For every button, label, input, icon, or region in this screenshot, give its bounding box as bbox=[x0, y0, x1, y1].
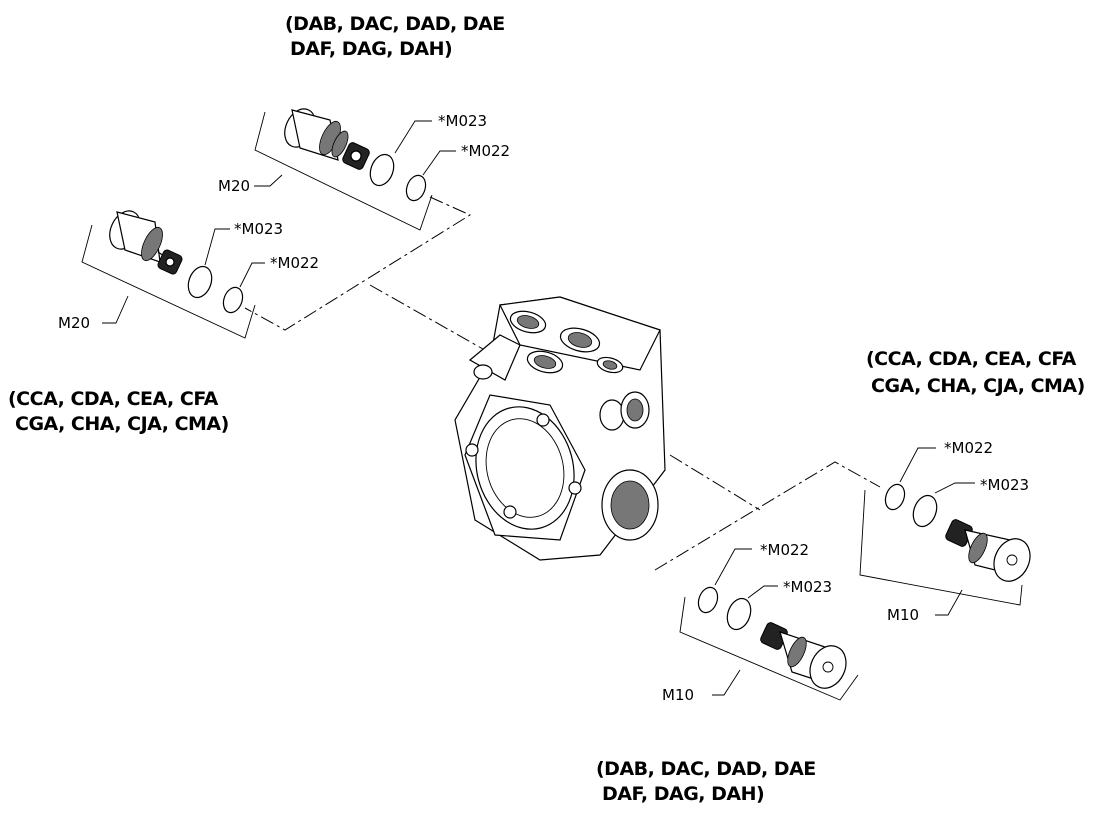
cartridge-group-bottom-right: *M022 *M023 M10 bbox=[662, 541, 859, 704]
callout-m023-mid-left: *M023 bbox=[234, 220, 283, 238]
group-label-mid-left-line2: CGA, CHA, CJA, CMA) bbox=[15, 413, 229, 435]
group-label-top-left-line1: (DAB, DAC, DAD, DAE bbox=[285, 13, 505, 35]
relief-cartridge-mid-left bbox=[109, 210, 183, 275]
leader-m023-top-left bbox=[394, 120, 432, 154]
center-line-lower-axis bbox=[669, 454, 761, 511]
leader-m023-mid-right bbox=[934, 482, 975, 494]
bracket-mid-left bbox=[81, 224, 256, 339]
group-label-top-left-line2: DAF, DAG, DAH) bbox=[290, 38, 452, 60]
relief-cartridge-bottom-right bbox=[760, 622, 847, 689]
callout-m022-mid-right: *M022 bbox=[944, 439, 993, 457]
bracket-top-left bbox=[254, 111, 433, 231]
cartridge-group-mid-left: *M023 *M022 M20 bbox=[58, 210, 319, 339]
o-ring-m022-bottom-right bbox=[697, 586, 719, 614]
center-line-right bbox=[654, 461, 881, 571]
o-ring-m023-top-left bbox=[369, 153, 395, 187]
callout-m022-top-left: *M022 bbox=[461, 142, 510, 160]
cartridge-group-mid-right: *M022 *M023 M10 bbox=[859, 439, 1031, 624]
leader-m20-mid-left bbox=[102, 295, 129, 324]
leader-m20-top-left bbox=[254, 174, 283, 187]
callout-m10-bottom-right: M10 bbox=[662, 686, 694, 704]
group-label-mid-right-line2: CGA, CHA, CJA, CMA) bbox=[871, 375, 1085, 397]
callout-m20-top-left: M20 bbox=[218, 177, 250, 195]
callout-m022-bottom-right: *M022 bbox=[760, 541, 809, 559]
leader-m022-bottom-right bbox=[714, 548, 752, 586]
valve-body bbox=[454, 296, 666, 561]
leader-m10-bottom-right bbox=[712, 669, 741, 696]
o-ring-m023-mid-left bbox=[187, 265, 213, 299]
callout-m022-mid-left: *M022 bbox=[270, 254, 319, 272]
o-ring-m023-mid-right bbox=[912, 494, 938, 528]
group-label-mid-left: (CCA, CDA, CEA, CFA CGA, CHA, CJA, CMA) bbox=[8, 388, 229, 435]
callout-m20-mid-left: M20 bbox=[58, 314, 90, 332]
callout-m023-top-left: *M023 bbox=[438, 112, 487, 130]
o-ring-m022-mid-right bbox=[884, 483, 906, 511]
group-label-mid-right: (CCA, CDA, CEA, CFA CGA, CHA, CJA, CMA) bbox=[866, 348, 1085, 397]
center-lines bbox=[244, 196, 881, 571]
leader-m023-mid-left bbox=[204, 228, 230, 266]
callout-m023-mid-right: *M023 bbox=[980, 476, 1029, 494]
group-label-bottom-right-line2: DAF, DAG, DAH) bbox=[602, 783, 764, 805]
cartridge-group-top-left: *M023 *M022 M20 bbox=[218, 108, 510, 231]
group-label-mid-right-line1: (CCA, CDA, CEA, CFA bbox=[866, 348, 1077, 370]
leader-m022-top-left bbox=[422, 150, 456, 176]
o-ring-m022-mid-left bbox=[222, 286, 244, 314]
leader-m022-mid-left bbox=[239, 262, 265, 288]
bracket-mid-right bbox=[859, 489, 1023, 606]
bracket-bottom-right bbox=[679, 596, 859, 701]
group-label-top-left: (DAB, DAC, DAD, DAE DAF, DAG, DAH) bbox=[285, 13, 505, 60]
o-ring-m023-bottom-right bbox=[726, 597, 752, 631]
center-line-top-left bbox=[244, 196, 472, 331]
relief-cartridge-top-left bbox=[284, 108, 370, 170]
group-label-bottom-right-line1: (DAB, DAC, DAD, DAE bbox=[596, 758, 816, 780]
leader-m022-mid-right bbox=[899, 447, 936, 483]
relief-cartridge-mid-right bbox=[945, 519, 1031, 582]
callout-m023-bottom-right: *M023 bbox=[783, 578, 832, 596]
callout-m10-mid-right: M10 bbox=[887, 606, 919, 624]
group-label-bottom-right: (DAB, DAC, DAD, DAE DAF, DAG, DAH) bbox=[596, 758, 816, 805]
leader-m10-mid-right bbox=[935, 589, 963, 616]
group-label-mid-left-line1: (CCA, CDA, CEA, CFA bbox=[8, 388, 219, 410]
leader-m023-bottom-right bbox=[747, 585, 778, 599]
o-ring-m022-top-left bbox=[405, 174, 427, 202]
